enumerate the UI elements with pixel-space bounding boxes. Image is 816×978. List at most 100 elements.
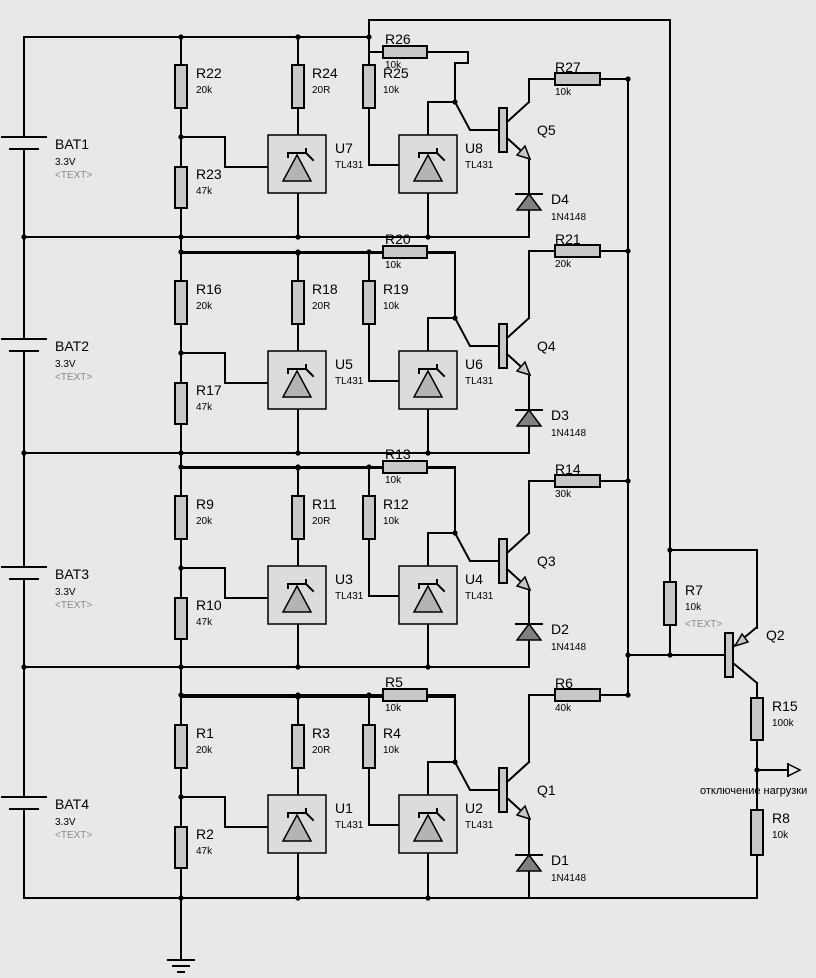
transistor-ref-q4: Q4 <box>537 338 556 354</box>
resistor-value-r25: 10k <box>383 85 400 96</box>
diode-value-d1: 1N4148 <box>551 873 586 884</box>
resistor-r17 <box>174 382 188 425</box>
resistor-value-r16: 20k <box>196 301 213 312</box>
regulator-ref-u6: U6 <box>465 356 483 372</box>
wire <box>427 317 456 352</box>
regulator-triangle <box>412 584 444 613</box>
resistor-value-r27: 10k <box>555 87 572 98</box>
resistor-ref-r25: R25 <box>383 65 409 81</box>
transistor-arrow <box>733 632 750 648</box>
resistor-ref-r12: R12 <box>383 496 409 512</box>
resistor-ref-r27: R27 <box>555 59 581 75</box>
resistor-ref-r22: R22 <box>196 65 222 81</box>
junction-dot <box>178 34 184 40</box>
resistor-r23 <box>174 166 188 209</box>
diode-d2 <box>515 622 543 641</box>
resistor-value-r14: 30k <box>555 489 572 500</box>
regulator-bar <box>418 148 438 158</box>
resistor-value-r9: 20k <box>196 516 213 527</box>
wire <box>426 466 456 534</box>
regulator-bar <box>287 808 307 818</box>
junction-dot <box>21 450 27 456</box>
resistor-ref-r8: R8 <box>772 810 790 826</box>
regulator-bar <box>287 579 307 589</box>
resistor-r14 <box>554 474 601 488</box>
sense-wire <box>180 352 269 384</box>
regulator-bar <box>418 808 438 818</box>
regulator-triangle <box>412 369 444 398</box>
wire <box>426 51 469 103</box>
components <box>1 45 802 973</box>
diode-value-d3: 1N4148 <box>551 428 586 439</box>
resistor-r13 <box>382 460 428 474</box>
battery-text-bat2: <TEXT> <box>55 372 92 383</box>
resistor-value-r5: 10k <box>385 703 402 714</box>
resistor-ref-r7: R7 <box>685 582 703 598</box>
regulator-ref-u4: U4 <box>465 571 483 587</box>
resistor-r15 <box>750 697 764 741</box>
resistor-r27 <box>554 72 601 86</box>
resistor-ref-r10: R10 <box>196 597 222 613</box>
junction-dot <box>21 664 27 670</box>
battery-text-bat1: <TEXT> <box>55 170 92 181</box>
resistor-r20 <box>382 245 428 259</box>
regulator-bar <box>418 579 438 589</box>
regulator-ref <box>304 582 315 593</box>
resistor-r12 <box>362 495 376 540</box>
regulator-value-u8: TL431 <box>465 160 494 171</box>
output-label: отключение нагрузки <box>700 785 807 797</box>
diode-value-d4: 1N4148 <box>551 212 586 223</box>
transistor-arrow <box>515 144 532 161</box>
regulator-value-u1: TL431 <box>335 820 364 831</box>
transistor-q4 <box>498 323 508 369</box>
resistor-r7 <box>663 581 677 626</box>
resistor-ref-r14: R14 <box>555 461 581 477</box>
resistor-ref-r1: R1 <box>196 725 214 741</box>
battery-ref-bat2: BAT2 <box>55 338 89 354</box>
transistor-arrow <box>515 360 532 377</box>
transistor-q5 <box>498 107 508 153</box>
regulator-ref <box>435 582 446 593</box>
diode-ref-d1: D1 <box>551 852 569 868</box>
sense-wire <box>180 136 269 168</box>
battery-text-bat4: <TEXT> <box>55 830 92 841</box>
resistor-ref-r11: R11 <box>312 496 337 512</box>
resistor-ref-r2: R2 <box>196 826 214 842</box>
transistor-collector <box>505 531 531 555</box>
diode-d1 <box>515 853 543 872</box>
resistor-ref-r23: R23 <box>196 166 222 182</box>
resistor-value-r19: 10k <box>383 301 400 312</box>
wire <box>368 767 400 826</box>
resistor-ref-r18: R18 <box>312 281 338 297</box>
resistor-ref-r4: R4 <box>383 725 401 741</box>
regulator-ref <box>435 811 446 822</box>
wires <box>21 19 789 961</box>
regulator-ref <box>304 151 315 162</box>
resistor-r19 <box>362 280 376 325</box>
regulator-value-u2: TL431 <box>465 820 494 831</box>
resistor-r4 <box>362 724 376 769</box>
resistor-value-r11: 20R <box>312 516 330 527</box>
battery-ref-bat4: BAT4 <box>55 796 89 812</box>
resistor-value-r3: 20R <box>312 745 330 756</box>
resistor-value-r13: 10k <box>385 475 402 486</box>
wire <box>368 323 400 382</box>
diode-d4 <box>515 192 543 211</box>
resistor-ref-r13: R13 <box>385 446 411 462</box>
transistor-arrow <box>515 804 532 821</box>
resistor-ref-r26: R26 <box>385 31 411 47</box>
regulator-bar <box>287 148 307 158</box>
transistor-ref-q3: Q3 <box>537 553 556 569</box>
wire <box>426 251 456 319</box>
transistor-ref-q1: Q1 <box>537 782 556 798</box>
resistor-r9 <box>174 495 188 540</box>
transistor-ref-q2: Q2 <box>766 627 785 643</box>
resistor-value-r12: 10k <box>383 516 400 527</box>
transistor-collector <box>731 661 759 685</box>
labels: R2220kR2347kR2420RU7TL431R2510kU8TL431R2… <box>55 31 807 884</box>
resistor-r5 <box>382 688 428 702</box>
battery-value-bat2: 3.3V <box>55 359 76 370</box>
regulator-ref-u5: U5 <box>335 356 353 372</box>
transistor-q3 <box>498 538 508 584</box>
